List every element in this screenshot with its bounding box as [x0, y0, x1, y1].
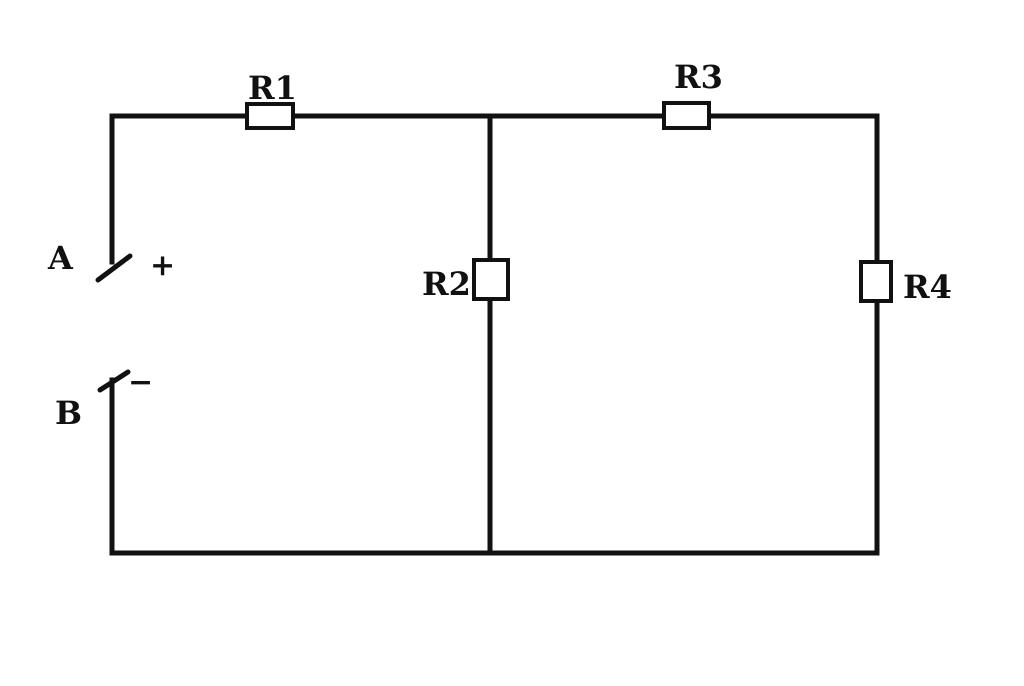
terminal-a-polarity: + — [150, 248, 175, 283]
resistor-r3 — [662, 101, 711, 130]
terminal-a-label: A — [47, 239, 74, 277]
terminal-b-polarity: − — [128, 365, 153, 400]
resistor-r1 — [245, 102, 295, 130]
resistor-r2-label: R2 — [422, 265, 471, 303]
resistor-r3-label: R3 — [674, 58, 723, 96]
resistor-r1-label: R1 — [248, 69, 297, 107]
resistor-r4-label: R4 — [903, 268, 952, 306]
resistor-r4 — [859, 260, 893, 303]
terminal-b-stub — [97, 369, 131, 393]
resistor-r2 — [472, 258, 510, 301]
wires — [109, 113, 880, 556]
terminal-b-label: B — [55, 394, 82, 432]
terminal-a-stub — [95, 253, 133, 283]
